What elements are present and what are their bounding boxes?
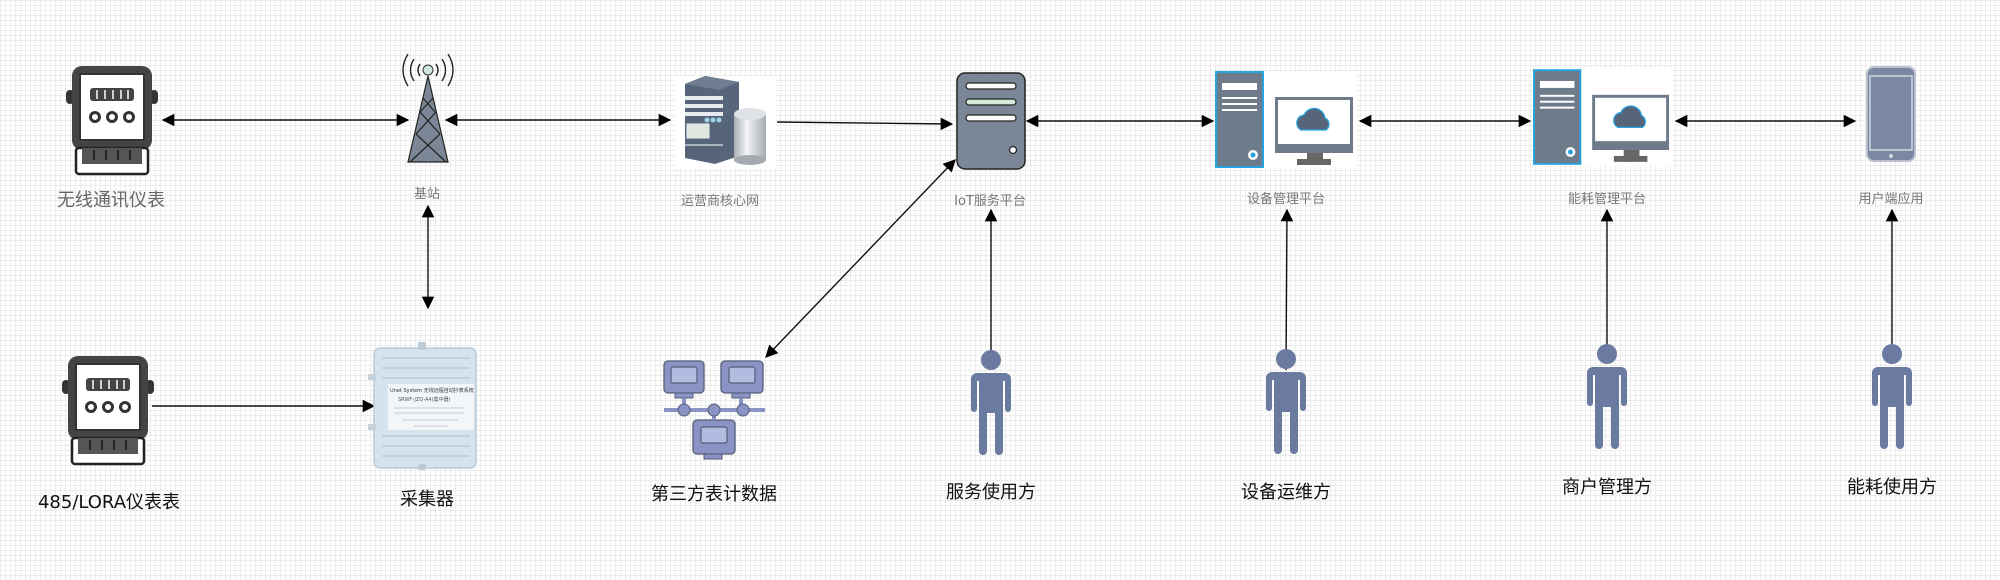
label-lora-meter: 485/LORA仪表表	[37, 492, 181, 513]
cell-tower-icon	[402, 53, 454, 163]
mobile-phone-icon	[1866, 66, 1916, 162]
electric-meter-icon	[66, 66, 158, 176]
collector-plate-line2: SRWF-JZQ-A4(集中器)	[398, 396, 451, 403]
label-service-user: 服务使用方	[946, 482, 1036, 503]
person-icon	[1872, 344, 1912, 449]
node-device-mgmt[interactable]	[1215, 71, 1357, 168]
collector-plate-line1: Unet System 无线远程自动抄表系统	[390, 387, 474, 394]
label-device-ops: 设备运维方	[1241, 482, 1331, 503]
server-cloud-monitor-icon	[1215, 71, 1353, 168]
node-energy-user[interactable]	[1871, 343, 1913, 449]
label-energy-mgmt: 能耗管理平台	[1567, 192, 1647, 207]
person-icon	[1266, 349, 1306, 454]
node-energy-mgmt[interactable]	[1533, 68, 1673, 166]
label-carrier-core: 运营商核心网	[680, 194, 760, 209]
node-wireless-meter[interactable]	[62, 62, 162, 178]
label-wireless-meter: 无线通讯仪表	[57, 190, 165, 211]
label-energy-user: 能耗使用方	[1847, 477, 1937, 498]
server-icon	[956, 72, 1026, 170]
label-base-station: 基站	[413, 187, 441, 202]
node-lora-meter[interactable]	[58, 352, 158, 468]
node-user-app[interactable]	[1866, 66, 1916, 162]
node-base-station[interactable]	[396, 50, 460, 165]
node-service-user[interactable]	[970, 349, 1012, 455]
server-cloud-monitor-icon	[1533, 69, 1670, 165]
node-merchant-mgr[interactable]	[1586, 343, 1628, 449]
label-merchant-mgr: 商户管理方	[1562, 477, 1652, 498]
node-collector[interactable]: Unet System 无线远程自动抄表系统 SRWF-JZQ-A4(集中器)	[368, 340, 480, 470]
electric-meter-icon	[62, 356, 154, 466]
node-third-party[interactable]	[663, 360, 766, 462]
edge-iot-platform-third-party	[765, 159, 956, 358]
label-iot-platform: IoT服务平台	[954, 194, 1026, 209]
person-icon	[971, 350, 1011, 455]
server-database-icon	[685, 76, 766, 165]
edge-carrier-core-iot-platform	[776, 117, 954, 131]
edge-device-ops-device-mgmt	[1280, 208, 1294, 371]
label-third-party: 第三方表计数据	[651, 484, 777, 505]
label-user-app: 用户端应用	[1858, 192, 1924, 207]
collector-device-icon: Unet System 无线远程自动抄表系统 SRWF-JZQ-A4(集中器)	[368, 342, 477, 470]
person-icon	[1587, 344, 1627, 449]
label-device-mgmt: 设备管理平台	[1246, 192, 1326, 207]
node-carrier-core[interactable]	[675, 76, 776, 169]
node-iot-platform[interactable]	[956, 72, 1026, 170]
label-collector: 采集器	[400, 489, 454, 510]
node-device-ops[interactable]	[1265, 348, 1307, 454]
network-computers-icon	[663, 360, 765, 460]
